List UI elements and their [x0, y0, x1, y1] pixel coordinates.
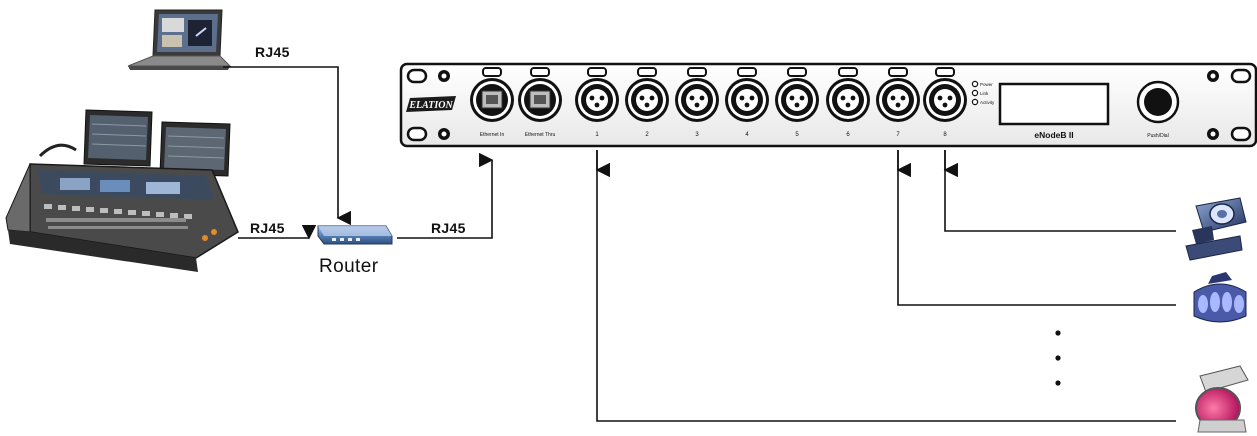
rack-ear-right: [1207, 68, 1252, 142]
output-7-line: [897, 150, 1176, 306]
led-label: Link: [980, 91, 989, 96]
led-activity: Activity: [971, 98, 995, 106]
port-label: 1: [595, 132, 599, 138]
push-dial: Push/Dial: [1136, 80, 1180, 139]
led-label: Power: [980, 82, 993, 87]
dial-label: Push/Dial: [1147, 133, 1168, 139]
port-label: Ethernet In: [480, 132, 505, 138]
led-label: Activity: [980, 100, 995, 105]
port-eth-in: Ethernet In: [470, 67, 514, 138]
enode-rack-unit: ELATION Ethernet In Ethernet Thru 1 2 3 4 5 6 7 8…: [399, 62, 1257, 148]
laptop-icon: [127, 9, 232, 70]
lighting-console-icon: [5, 109, 239, 272]
router-label: Router: [319, 256, 379, 277]
router-to-node-line: [397, 152, 494, 239]
port-row: Ethernet In Ethernet Thru 1 2 3 4 5 6 7 8: [470, 67, 967, 138]
port-eth-thru: Ethernet Thru: [518, 67, 562, 138]
port-out-1: 1: [575, 67, 619, 138]
brand-text: ELATION: [408, 100, 453, 111]
port-out-2: 2: [625, 67, 669, 138]
port-label: Ethernet Thru: [525, 132, 556, 138]
rack-ear-left: [406, 68, 450, 142]
port-out-5: 5: [775, 67, 819, 138]
derby-effect-fixture-icon: [1193, 272, 1247, 323]
port-out-6: 6: [826, 67, 870, 138]
port-label: 2: [645, 132, 649, 138]
port-out-3: 3: [675, 67, 719, 138]
rj45-label-console: RJ45: [250, 220, 285, 236]
led-link: Link: [971, 89, 989, 97]
led-power: Power: [971, 80, 993, 88]
router-icon: [317, 225, 393, 245]
output-8-line: [944, 150, 1176, 232]
connections: [223, 66, 1176, 422]
output-1-line: [596, 150, 1176, 422]
lcd-display: [998, 82, 1110, 126]
port-label: 7: [896, 132, 900, 138]
model-label: eNodeB II: [1034, 130, 1073, 140]
port-label: 3: [695, 132, 699, 138]
port-label: 5: [795, 132, 799, 138]
port-out-4: 4: [725, 67, 769, 138]
moving-head-fixture-icon: [1185, 197, 1247, 261]
port-label: 8: [943, 132, 947, 138]
port-out-7: 7: [876, 67, 920, 138]
port-out-8: 8: [923, 67, 967, 138]
port-label: 6: [846, 132, 850, 138]
laptop-to-router-line: [223, 66, 351, 226]
rj45-label-laptop: RJ45: [255, 44, 290, 60]
rj45-label-router-out: RJ45: [431, 220, 466, 236]
elation-logo: ELATION: [406, 96, 456, 112]
port-label: 4: [745, 132, 749, 138]
par-fixture-icon: [1195, 365, 1249, 433]
ellipsis-dots: [1055, 330, 1061, 386]
